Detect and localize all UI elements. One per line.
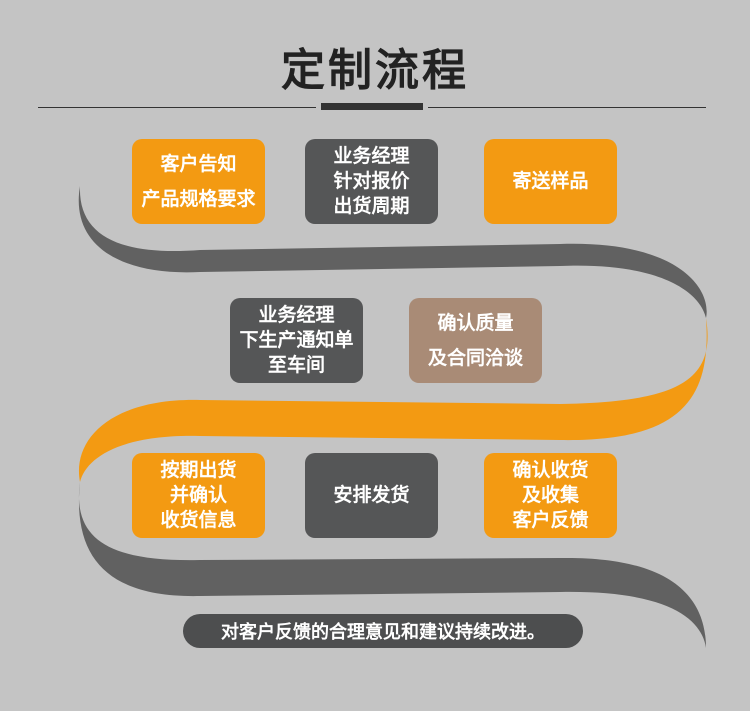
step-production-order: 业务经理 下生产通知单 至车间 bbox=[230, 298, 363, 383]
ribbon-segment-3 bbox=[78, 482, 706, 648]
ribbon-segment-1 bbox=[78, 186, 707, 318]
step-3-line-1: 寄送样品 bbox=[512, 170, 589, 193]
step-5-line-2: 及合同洽谈 bbox=[427, 346, 523, 369]
step-6-line-1: 按期出货 bbox=[160, 459, 237, 482]
step-confirm-quality-contract: 确认质量 及合同洽谈 bbox=[409, 298, 542, 383]
step-1-line-1: 客户告知 bbox=[160, 152, 237, 175]
step-4-line-1: 业务经理 bbox=[258, 304, 335, 327]
step-customer-requirements: 客户告知 产品规格要求 bbox=[132, 139, 265, 224]
step-4-line-3: 至车间 bbox=[267, 353, 325, 376]
step-ship-on-time: 按期出货 并确认 收货信息 bbox=[132, 453, 265, 538]
step-send-samples: 寄送样品 bbox=[484, 139, 617, 224]
step-confirm-receipt-feedback: 确认收货 及收集 客户反馈 bbox=[484, 453, 617, 538]
title-rule-right bbox=[428, 107, 706, 108]
step-2-line-1: 业务经理 bbox=[333, 145, 410, 168]
step-8-line-3: 客户反馈 bbox=[512, 508, 589, 531]
step-4-line-2: 下生产通知单 bbox=[239, 329, 354, 352]
page-title: 定制流程 bbox=[281, 45, 469, 96]
step-quote-schedule: 业务经理 针对报价 出货周期 bbox=[305, 139, 438, 224]
step-2-line-2: 针对报价 bbox=[333, 170, 410, 193]
step-1-line-2: 产品规格要求 bbox=[141, 187, 256, 210]
title-rule-center bbox=[321, 103, 423, 110]
footer-note: 对客户反馈的合理意见和建议持续改进。 bbox=[183, 614, 583, 648]
step-6-line-2: 并确认 bbox=[169, 484, 227, 507]
step-6-line-3: 收货信息 bbox=[160, 508, 237, 531]
step-5-line-1: 确认质量 bbox=[437, 311, 514, 334]
title-rule-left bbox=[38, 107, 316, 108]
step-8-line-2: 及收集 bbox=[521, 484, 579, 507]
step-8-line-1: 确认收货 bbox=[512, 459, 589, 482]
step-2-line-3: 出货周期 bbox=[333, 194, 410, 217]
step-7-line-1: 安排发货 bbox=[333, 484, 410, 507]
step-arrange-shipment: 安排发货 bbox=[305, 453, 438, 538]
